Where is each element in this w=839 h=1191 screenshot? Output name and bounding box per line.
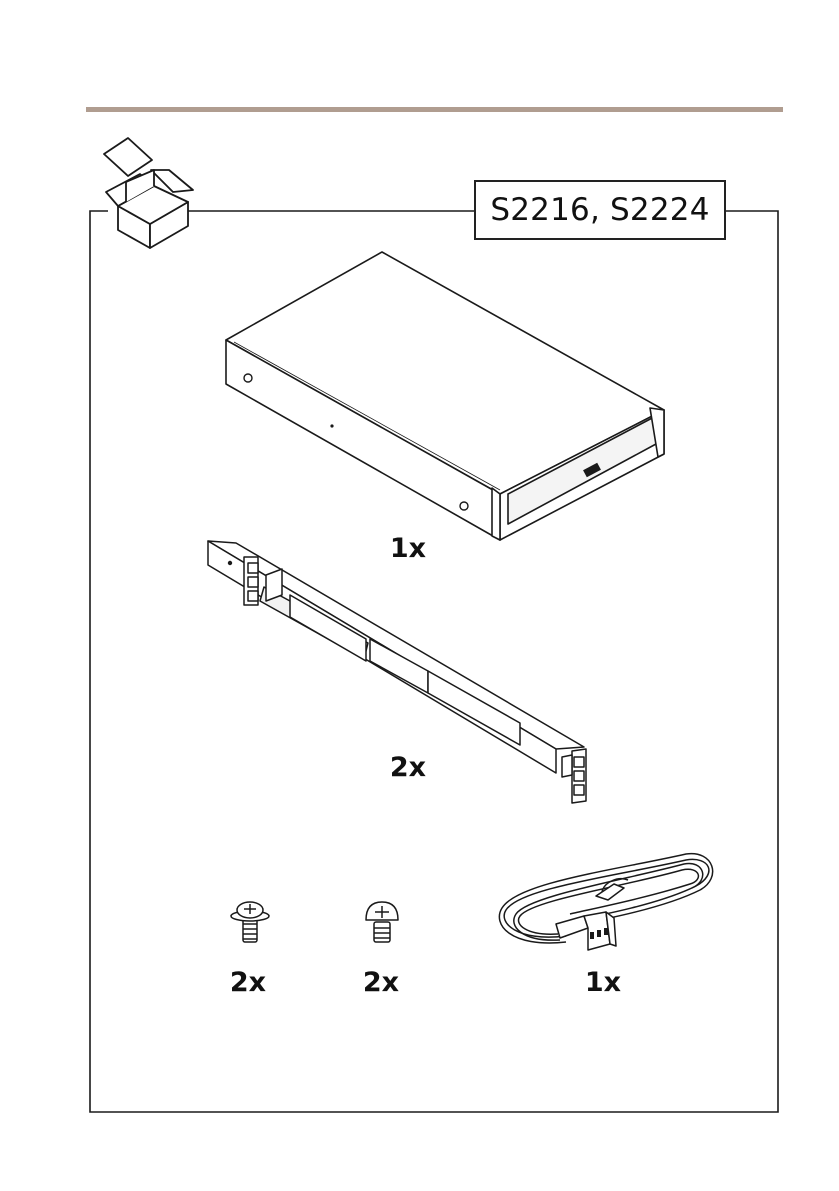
open-box-icon <box>96 130 196 250</box>
rack-rail-quantity: 2x <box>368 752 448 783</box>
model-label: S2216, S2224 <box>474 180 726 240</box>
flat-screw-quantity: 2x <box>208 967 288 998</box>
power-cord-quantity: 1x <box>563 967 643 998</box>
pan-screw-image <box>362 900 402 946</box>
switch-unit-image <box>220 248 670 548</box>
pan-screw-quantity: 2x <box>341 967 421 998</box>
flat-screw-image <box>228 898 272 946</box>
power-cord-image <box>496 852 716 962</box>
